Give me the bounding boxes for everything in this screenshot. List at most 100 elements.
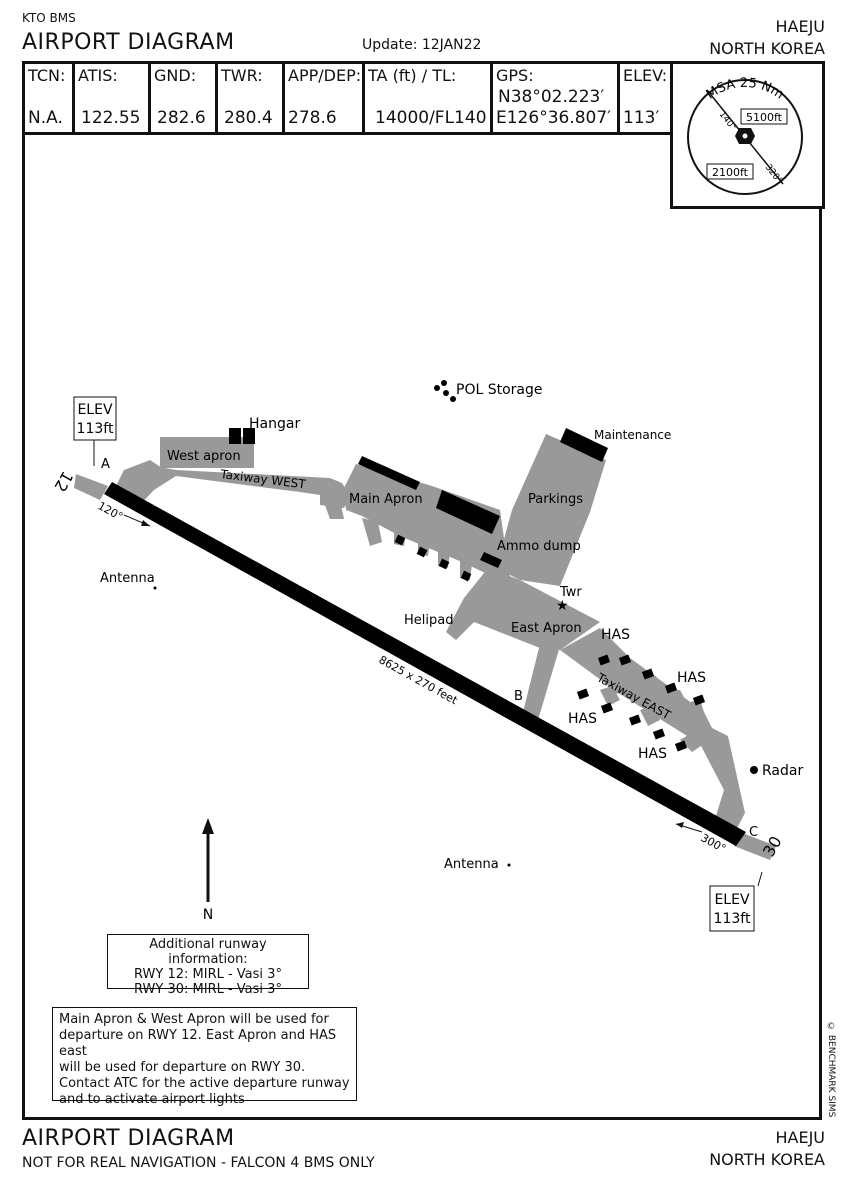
- west-apron-area: [160, 437, 254, 468]
- twr-value: 280.4: [224, 108, 273, 128]
- buildings: [229, 428, 706, 752]
- has-shelter-10: [674, 740, 688, 752]
- hangar-building-2: [243, 428, 255, 444]
- shelter-small-3: [438, 558, 450, 570]
- taxi-spur: [322, 497, 344, 519]
- leader-lines: [93, 440, 763, 887]
- departure-note-line-3: will be used for departure on RWY 30.: [59, 1060, 306, 1075]
- taxi-b-label: B: [514, 689, 523, 704]
- antenna-label-2: Antenna: [444, 857, 499, 872]
- runway-info-rwy30: RWY 30: MIRL - Vasi 3°: [134, 982, 282, 997]
- gnd-label: GND:: [154, 66, 197, 85]
- twr-cell: TWR: 280.4: [218, 64, 285, 132]
- source-label: KTO BMS: [22, 11, 76, 25]
- has-label-3: HAS: [568, 711, 597, 727]
- gps-label: GPS:: [496, 66, 534, 85]
- heading-300-arrowhead: [676, 822, 684, 828]
- gnd-value: 282.6: [157, 108, 206, 128]
- frequency-bar: TCN: N.A. ATIS: 122.55 GND: 282.6 TWR: 2…: [22, 61, 674, 135]
- gps-lon: E126°36.807′: [496, 108, 612, 128]
- elev-box-rwy12-label: ELEV: [77, 402, 112, 418]
- has-label-2: HAS: [677, 670, 706, 686]
- gps-cell: GPS: N38°02.223′ E126°36.807′: [493, 64, 620, 132]
- elev-box-rwy30-label: ELEV: [714, 892, 749, 908]
- has-taxi-5: [668, 690, 694, 720]
- runway-info-rwy12: RWY 12: MIRL - Vasi 3°: [134, 967, 282, 982]
- departure-note-line-4: Contact ATC for the active departure run…: [59, 1076, 350, 1091]
- elev-cell: ELEV: 113′: [620, 64, 671, 132]
- footer-country: NORTH KOREA: [709, 1150, 825, 1169]
- heading-120-arrowhead: [141, 520, 150, 526]
- main-apron-label: Main Apron: [349, 492, 423, 507]
- taxiway-west-label: Taxiway WEST: [219, 467, 307, 492]
- pol-storage-label: POL Storage: [456, 382, 543, 398]
- has-taxi-3: [600, 686, 620, 706]
- radar-icon: [750, 766, 758, 774]
- east-apron-label: East Apron: [511, 621, 582, 636]
- taxi-a-label: A: [101, 457, 110, 472]
- has-taxi-7: [640, 706, 660, 726]
- main-apron-shelter-2: [436, 490, 500, 534]
- msa-sector-a-alt: 5100ft: [746, 111, 783, 124]
- runway-12-30: [104, 482, 746, 846]
- east-apron-area: [446, 568, 600, 650]
- elev-box-rwy30-value: 113ft: [714, 911, 751, 927]
- msa-sector-a-box: [740, 108, 788, 125]
- copyright-label: © BENCHMARK SIMS: [826, 1022, 836, 1118]
- taxiway-b: [522, 636, 560, 720]
- maintenance-building: [560, 428, 608, 462]
- has-label-4: HAS: [638, 746, 667, 762]
- msa-box: MSA 25 Nm 140° 320° 5100ft 2100ft: [670, 61, 825, 209]
- elev-label: ELEV:: [623, 66, 668, 85]
- has-shelter-3: [576, 688, 590, 700]
- msa-sector-b-box: [706, 163, 754, 180]
- parkings-label: Parkings: [528, 492, 583, 507]
- tower-icon: ★: [556, 598, 569, 614]
- has-taxi-8: [680, 734, 704, 752]
- has-taxi-2: [618, 660, 648, 704]
- antenna-icon-2: [507, 863, 511, 867]
- runway-info-title: Additional runway information:: [149, 937, 267, 967]
- antenna-icon-1: [153, 586, 157, 590]
- hangar-label: Hangar: [249, 416, 300, 432]
- vortac-icon: [735, 128, 755, 144]
- elev-box-rwy12: [73, 396, 117, 441]
- taxi-c-label: C: [749, 825, 758, 840]
- west-apron-label: West apron: [167, 449, 241, 464]
- msa-ring: [687, 79, 803, 195]
- atis-cell: ATIS: 122.55: [75, 64, 151, 132]
- maintenance-label: Maintenance: [594, 428, 671, 442]
- elev-box-rwy30: [709, 885, 755, 932]
- tcn-cell: TCN: N.A.: [25, 64, 75, 132]
- elev-value: 113′: [623, 108, 660, 128]
- msa-circle: MSA 25 Nm 140° 320° 5100ft 2100ft: [687, 76, 803, 195]
- main-apron-shelter-1: [358, 456, 420, 490]
- footer-title: AIRPORT DIAGRAM: [22, 1126, 235, 1151]
- parkings-area: [496, 434, 606, 586]
- has-shelter-6: [692, 694, 706, 706]
- gps-lat: N38°02.223′: [498, 87, 605, 107]
- app-label: APP/DEP:: [288, 66, 362, 85]
- has-shelter-9: [652, 728, 666, 740]
- shelter-small-1: [394, 534, 406, 546]
- has-taxi-4: [644, 676, 672, 714]
- footer-airport: HAEJU: [775, 1128, 825, 1147]
- antenna-label-1: Antenna: [100, 571, 155, 586]
- pol-storage-icon: [434, 380, 456, 402]
- runway-12-extension: [74, 474, 108, 500]
- has-taxi-6: [690, 700, 710, 732]
- runway-30-extension: [734, 832, 776, 860]
- page-title: AIRPORT DIAGRAM: [22, 30, 235, 55]
- app-cell: APP/DEP: 278.6: [285, 64, 365, 132]
- north-label: N: [203, 907, 213, 923]
- departure-note-line-2: departure on RWY 12. East Apron and HAS …: [59, 1028, 337, 1059]
- main-apron-spur-1: [362, 518, 382, 546]
- has-shelter-8: [628, 714, 642, 726]
- hangar-building-1: [229, 428, 241, 444]
- ammo-building: [480, 552, 502, 568]
- airport-name: HAEJU: [775, 17, 825, 36]
- taxiways: [74, 434, 776, 860]
- gnd-cell: GND: 282.6: [151, 64, 218, 132]
- app-value: 278.6: [288, 108, 337, 128]
